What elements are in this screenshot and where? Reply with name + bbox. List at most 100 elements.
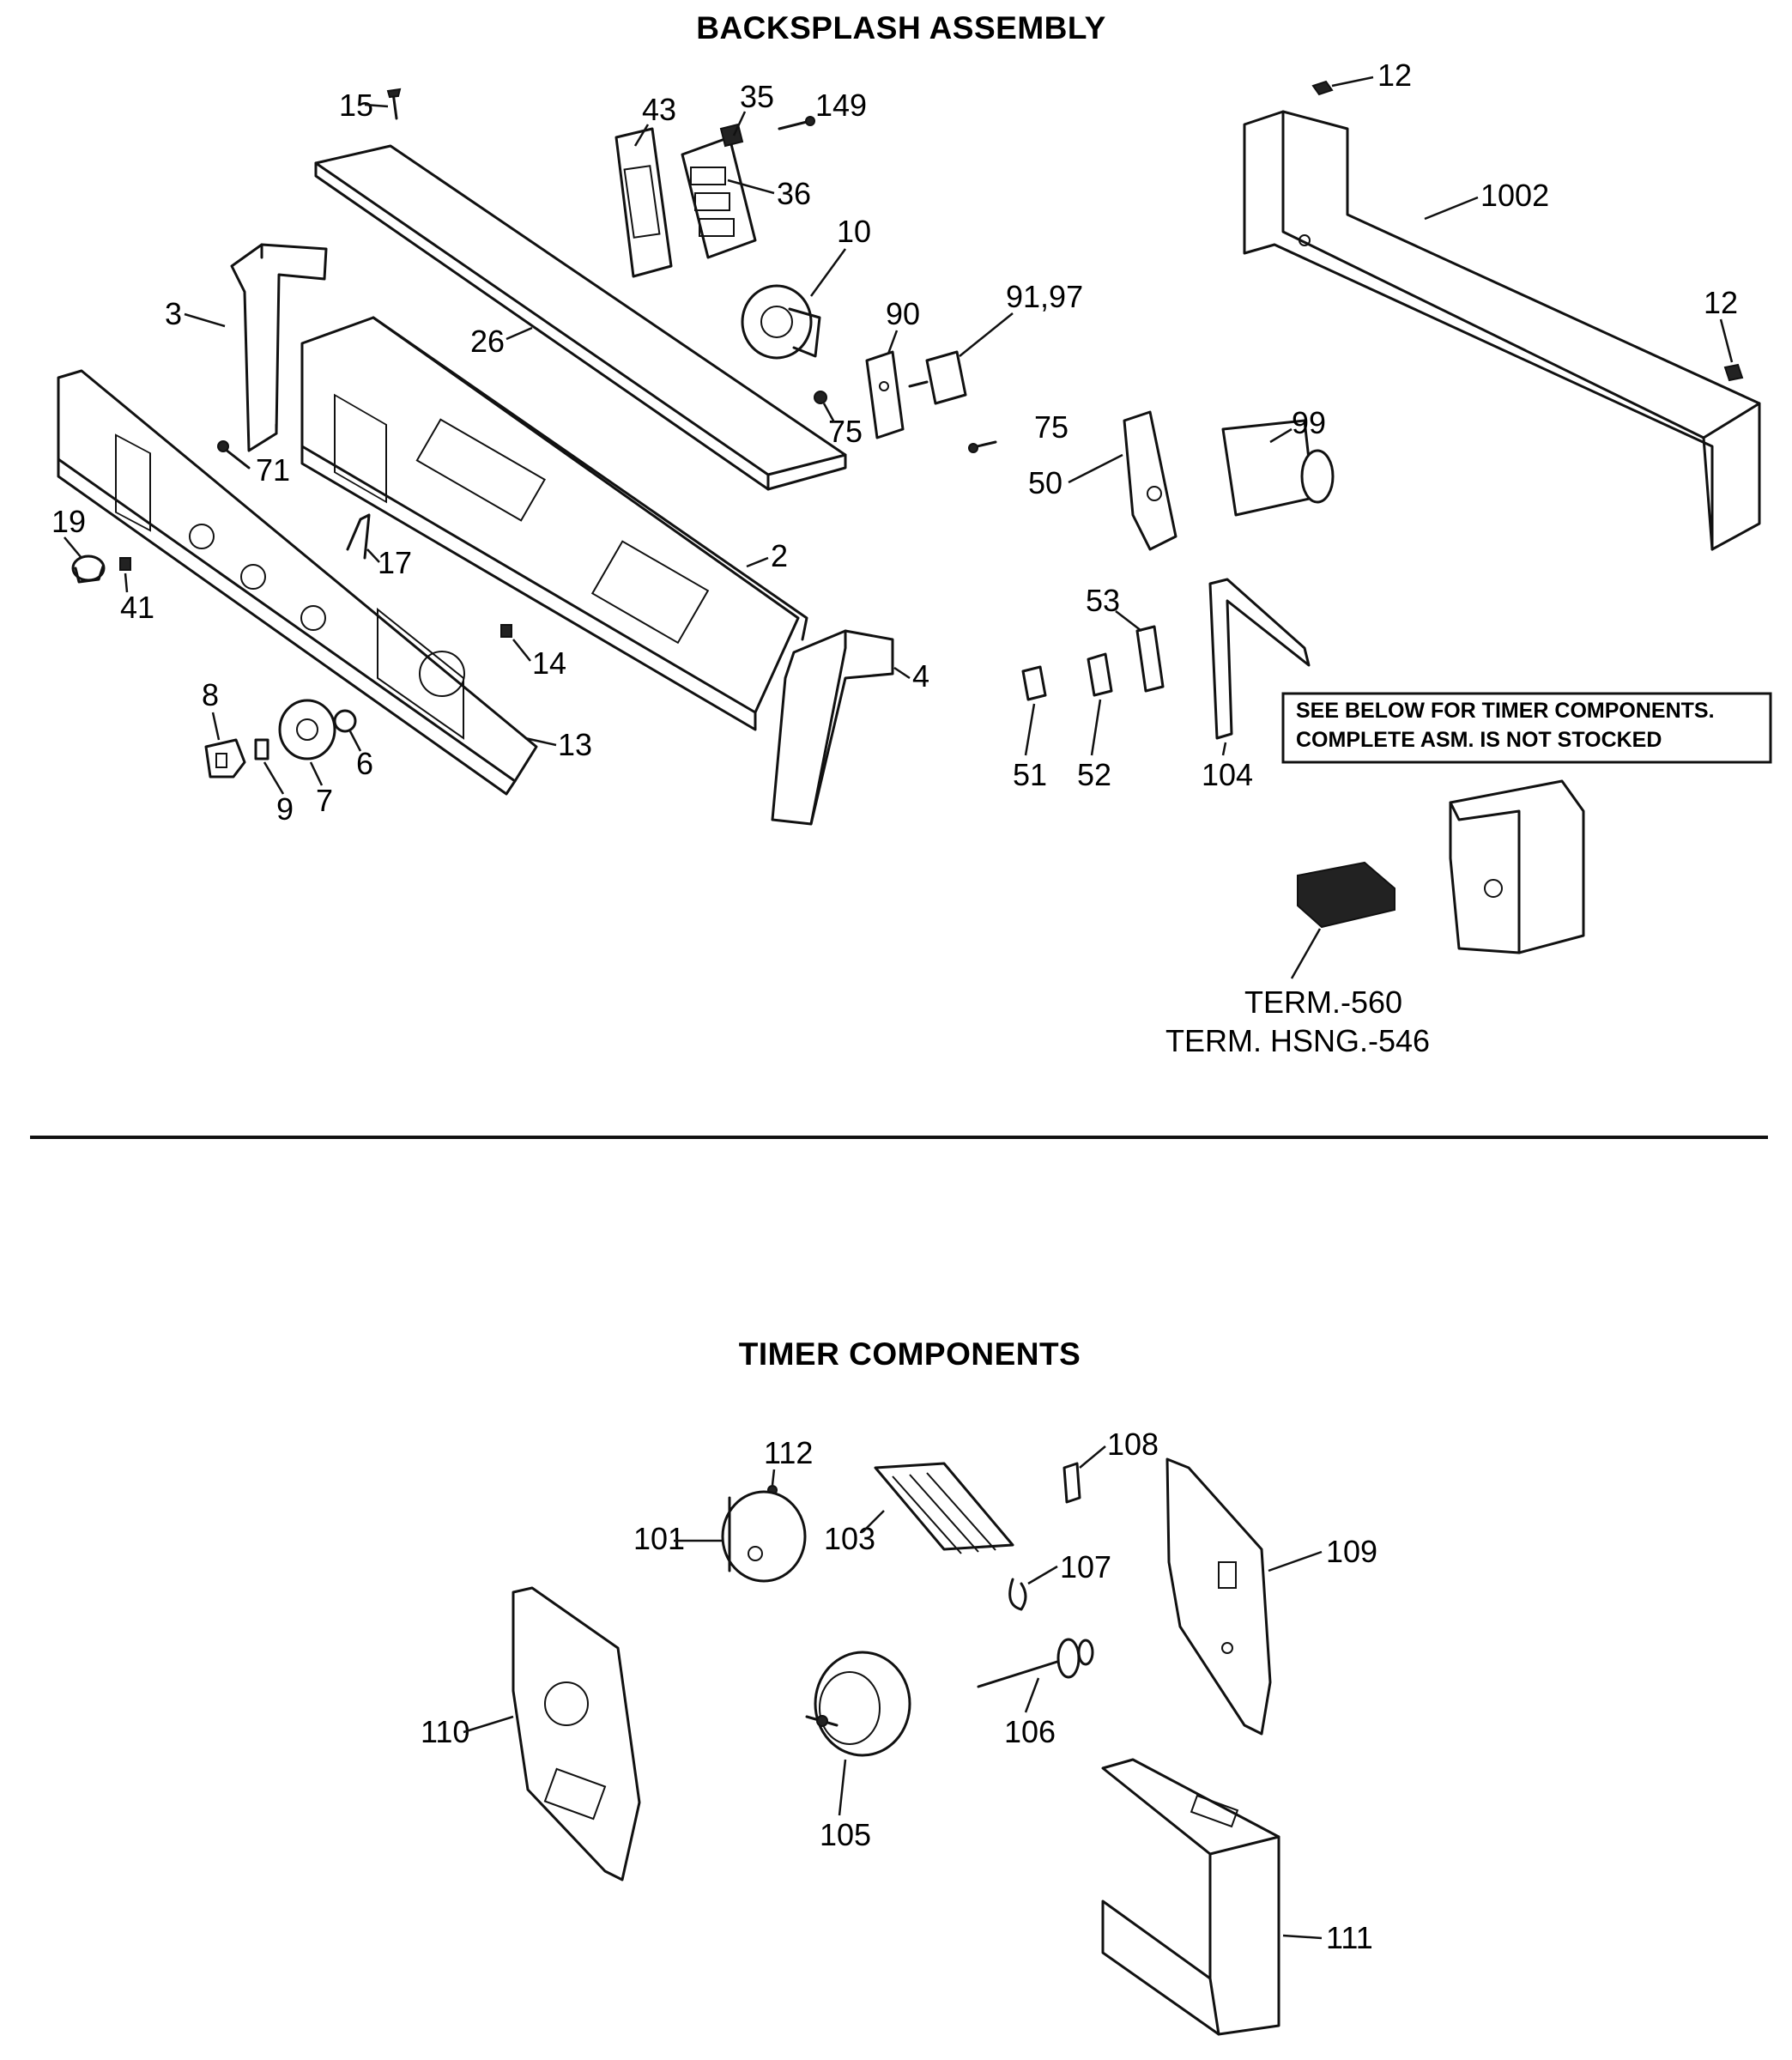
leader-75-left <box>822 403 836 423</box>
leader-6 <box>348 730 362 752</box>
part-53-switch <box>1135 625 1165 693</box>
callout-109: 109 <box>1326 1534 1377 1569</box>
part-1002-back-cover <box>1243 110 1761 551</box>
part-108-clip <box>1062 1462 1081 1504</box>
callout-6: 6 <box>356 746 373 781</box>
leader-108 <box>1079 1445 1106 1469</box>
leader-103 <box>862 1510 885 1533</box>
leader-13 <box>524 736 557 747</box>
note-line-1: SEE BELOW FOR TIMER COMPONENTS. <box>1296 699 1715 723</box>
leader-106 <box>1024 1677 1040 1713</box>
part-4-right-end-cap <box>771 629 894 826</box>
leader-111 <box>1282 1934 1323 1940</box>
callout-90: 90 <box>886 296 920 331</box>
leader-36 <box>727 179 775 195</box>
part-71-screw <box>217 440 251 470</box>
part-149-screw <box>778 116 815 130</box>
callout-107: 107 <box>1060 1549 1111 1584</box>
callout-75-right: 75 <box>1034 409 1069 445</box>
leader-90 <box>887 330 899 354</box>
part-103-connector <box>874 1462 1014 1554</box>
leader-3 <box>184 312 226 328</box>
part-9-clip <box>254 738 269 760</box>
backsplash-assembly-title: BACKSPLASH ASSEMBLY <box>696 10 1106 45</box>
part-17-wire <box>346 513 371 560</box>
leader-12-right <box>1719 318 1734 363</box>
part-2-rear-panel <box>300 316 808 731</box>
part-6-knob <box>333 709 357 733</box>
part-106-shaft <box>977 1638 1094 1688</box>
terminal-block <box>1297 861 1395 929</box>
part-13-front-console <box>57 369 538 796</box>
timer-note-box: SEE BELOW FOR TIMER COMPONENTS. COMPLETE… <box>1281 692 1772 764</box>
part-10-pressure-switch <box>741 284 821 360</box>
part-104-bracket <box>1208 578 1311 740</box>
callout-91-97: 91,97 <box>1006 279 1083 314</box>
label-term-housing: TERM. HSNG.-546 <box>1165 1023 1430 1058</box>
leader-19 <box>64 536 82 559</box>
part-15-screw <box>386 88 402 120</box>
callout-1002: 1002 <box>1480 178 1549 213</box>
part-52-switch <box>1087 652 1113 697</box>
part-35-switch-block <box>681 123 757 259</box>
timer-assembly <box>1449 779 1585 954</box>
callout-2: 2 <box>771 538 788 573</box>
part-99-timer <box>1221 419 1335 517</box>
part-8-knob <box>204 738 246 779</box>
part-12-clip-a <box>1311 80 1334 96</box>
callout-12-right: 12 <box>1704 285 1738 320</box>
part-51-knob <box>1021 665 1047 701</box>
leader-12-top <box>1331 76 1374 88</box>
part-43-bracket <box>614 127 673 278</box>
callout-53: 53 <box>1086 583 1120 618</box>
part-41-clip <box>119 557 131 571</box>
part-14-clip <box>500 624 512 638</box>
callout-110: 110 <box>421 1714 469 1749</box>
part-50-bracket <box>1123 410 1178 551</box>
leader-104 <box>1221 742 1227 756</box>
leader-4 <box>893 666 911 680</box>
leader-43 <box>633 124 650 147</box>
callout-108: 108 <box>1107 1427 1159 1462</box>
callout-8: 8 <box>202 677 219 712</box>
leader-8 <box>211 712 221 741</box>
leader-50 <box>1068 453 1123 484</box>
leader-1002 <box>1424 196 1479 221</box>
part-7-dial <box>278 699 336 760</box>
part-101-motor <box>721 1490 807 1583</box>
leader-99 <box>1269 427 1293 444</box>
leader-52 <box>1090 699 1102 756</box>
leader-10 <box>809 248 847 297</box>
callout-101: 101 <box>633 1521 685 1556</box>
terminal-leader <box>1290 928 1322 979</box>
callout-12-top: 12 <box>1377 58 1412 93</box>
leader-105 <box>838 1759 847 1816</box>
callout-52: 52 <box>1077 757 1111 792</box>
part-105-cam <box>805 1651 911 1757</box>
leader-17 <box>366 548 380 563</box>
leader-2 <box>746 556 769 568</box>
part-91-97-switch <box>908 350 967 405</box>
note-line-2: COMPLETE ASM. IS NOT STOCKED <box>1296 728 1662 752</box>
callout-50: 50 <box>1028 465 1062 500</box>
callout-104: 104 <box>1202 757 1253 792</box>
callout-35: 35 <box>740 79 774 114</box>
part-19-knob <box>71 554 106 584</box>
callout-105: 105 <box>820 1817 871 1852</box>
part-109-frame <box>1165 1457 1272 1736</box>
callout-111: 111 <box>1326 1920 1373 1955</box>
part-110-plate <box>512 1586 641 1881</box>
callout-71: 71 <box>256 452 290 488</box>
timer-callouts: 112 108 101 103 107 109 110 106 105 111 <box>421 1427 1377 1955</box>
callout-112: 112 <box>764 1435 813 1470</box>
part-111-cover <box>1101 1758 1280 2036</box>
callout-19: 19 <box>51 504 86 539</box>
callout-17: 17 <box>378 545 412 580</box>
callout-9: 9 <box>276 791 294 827</box>
callout-41: 41 <box>120 590 154 625</box>
leader-53 <box>1115 610 1142 632</box>
callout-4: 4 <box>912 658 929 694</box>
callout-99: 99 <box>1292 405 1326 440</box>
part-107-spring <box>1008 1578 1027 1611</box>
